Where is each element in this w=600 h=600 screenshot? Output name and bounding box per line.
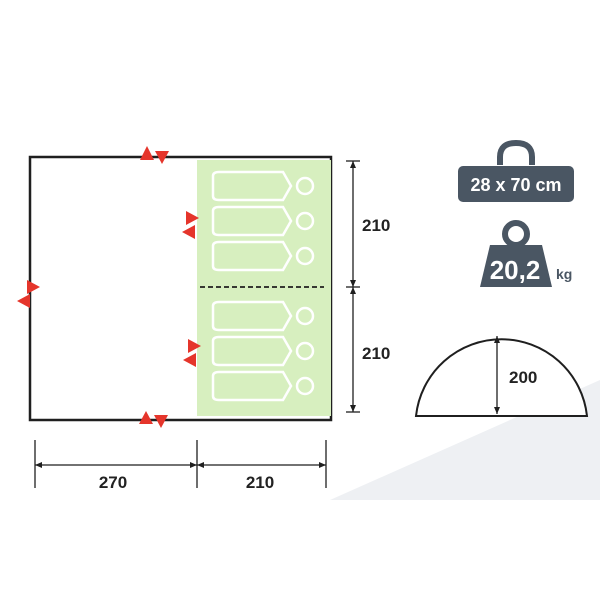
door-marker-top-left-triangle bbox=[140, 146, 154, 160]
door-marker-bed1-left-triangle bbox=[182, 225, 195, 239]
bedroom-depth-bottom-label: 210 bbox=[362, 344, 390, 363]
door-marker-left-top-triangle bbox=[27, 280, 40, 294]
width-dimension bbox=[34, 440, 327, 488]
door-marker-bed1-right-triangle bbox=[186, 211, 199, 225]
depth-dimension bbox=[346, 160, 360, 413]
door-marker-top-right-triangle bbox=[155, 151, 169, 164]
sleeping-bag-icon bbox=[211, 370, 315, 402]
height-dimension bbox=[494, 336, 500, 414]
bedroom-width-label: 210 bbox=[246, 473, 274, 492]
door-markers bbox=[17, 146, 201, 428]
sleeping-bags bbox=[211, 170, 315, 402]
sleeping-bag-icon bbox=[211, 335, 315, 367]
bedroom-area bbox=[197, 160, 331, 416]
door-marker-bed2-right-triangle bbox=[188, 339, 201, 353]
weight-value: 20,2 bbox=[490, 255, 541, 285]
sleeping-bag-icon bbox=[211, 300, 315, 332]
door-marker-left-bottom-triangle bbox=[17, 294, 30, 308]
door-marker-bottom-left-triangle bbox=[139, 411, 153, 424]
sleeping-bag-icon bbox=[211, 240, 315, 272]
door-marker-bed2-left-triangle bbox=[183, 353, 196, 367]
sleeping-bag-icon bbox=[211, 170, 315, 202]
bedroom-depth-top-label: 210 bbox=[362, 216, 390, 235]
sleeping-bag-icon bbox=[211, 205, 315, 237]
door-marker-bottom-right-triangle bbox=[154, 415, 168, 428]
living-width-label: 270 bbox=[99, 473, 127, 492]
tent-height-label: 200 bbox=[509, 368, 537, 387]
bag-icon bbox=[458, 139, 574, 202]
packed-size-label: 28 x 70 cm bbox=[470, 175, 561, 195]
tent-height-profile bbox=[414, 338, 589, 417]
weight-icon bbox=[480, 220, 552, 287]
weight-unit: kg bbox=[556, 266, 572, 282]
